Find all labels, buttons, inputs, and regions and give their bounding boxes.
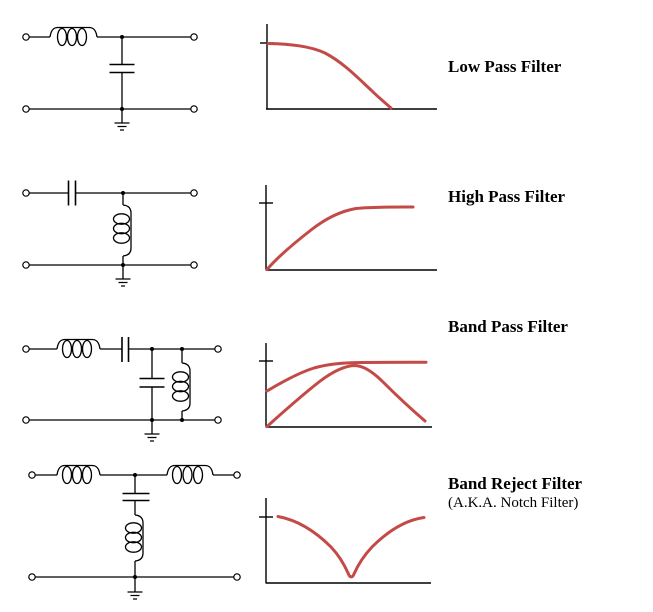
terminal-circles: [22, 189, 198, 269]
ground-symbol: [127, 577, 143, 600]
highpass-branch-curve: [265, 360, 428, 393]
band-reject-filter-label-block: Band Reject Filter (A.K.A. Notch Filter): [448, 474, 582, 512]
series-capacitor-symbol: [67, 180, 77, 206]
band-pass-response-plot: [259, 343, 432, 428]
ground-symbol: [114, 109, 130, 131]
band-pass-circuit: [22, 337, 222, 442]
shunt-capacitor-symbol: [122, 475, 150, 515]
band-reject-response-plot: [259, 498, 431, 584]
low-pass-filter-label: Low Pass Filter: [448, 57, 562, 76]
band-reject-filter-label: Band Reject Filter: [448, 474, 583, 493]
notch-response-curve: [276, 515, 426, 579]
terminal-circles: [22, 345, 222, 424]
low-pass-circuit: [22, 26, 198, 131]
low-pass-response-plot: [260, 24, 437, 110]
shunt-inductor-symbol: [124, 514, 144, 577]
high-pass-circuit: [22, 180, 198, 287]
band-pass-filter-label: Band Pass Filter: [448, 317, 568, 336]
terminal-circles: [28, 471, 241, 581]
shunt-inductor-symbol: [171, 349, 191, 420]
ground-symbol: [144, 420, 160, 442]
series-inductor-left-symbol: [56, 464, 101, 485]
high-pass-filter-label: High Pass Filter: [448, 187, 566, 206]
highpass-response-curve: [265, 205, 415, 271]
high-pass-response-plot: [259, 185, 437, 271]
series-capacitor-symbol: [121, 337, 130, 362]
bandpass-hump-curve: [265, 363, 427, 428]
band-reject-circuit: [28, 464, 241, 600]
series-inductor-right-symbol: [166, 464, 214, 485]
ground-symbol: [115, 265, 131, 287]
plot-axes: [266, 24, 437, 110]
notch-filter-sublabel: (A.K.A. Notch Filter): [448, 495, 579, 511]
plot-axes: [265, 185, 437, 271]
series-inductor-symbol: [49, 26, 98, 47]
shunt-capacitor-symbol: [139, 349, 165, 420]
plot-axes: [265, 343, 432, 428]
series-inductor-symbol: [56, 338, 101, 359]
shunt-inductor-symbol: [112, 193, 132, 265]
terminal-circles: [22, 33, 198, 113]
plot-axes: [265, 498, 431, 584]
shunt-capacitor-symbol: [109, 37, 135, 109]
lowpass-response-curve: [266, 42, 393, 110]
